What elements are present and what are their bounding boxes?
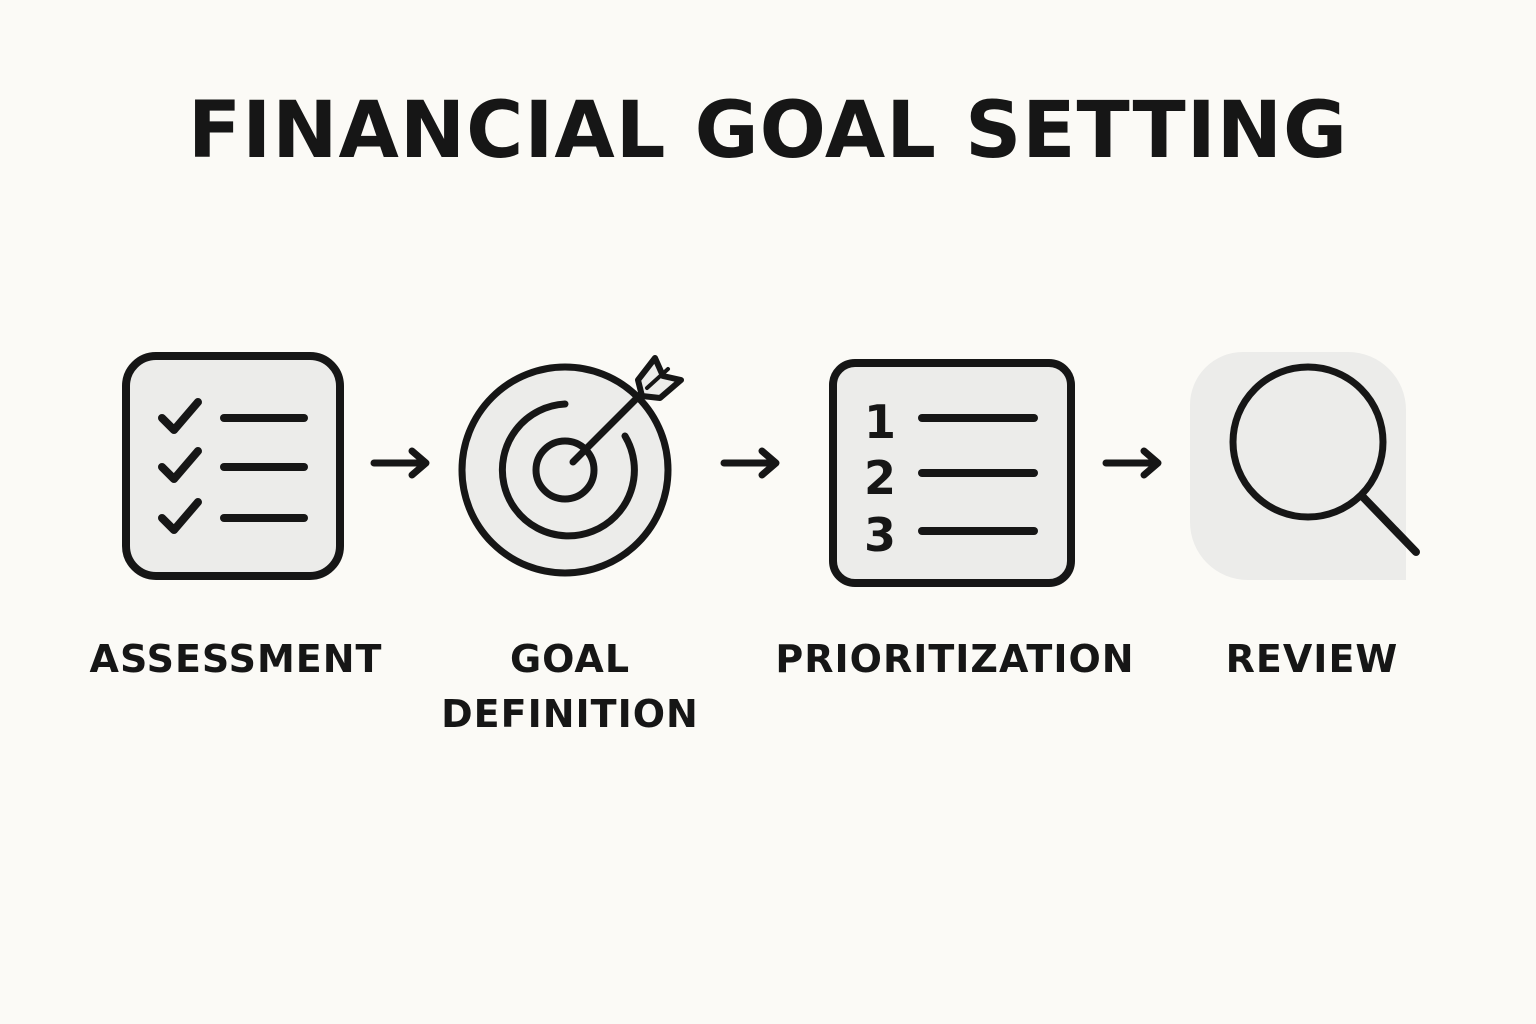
list-number: 3 <box>864 508 896 562</box>
arrow-right-icon <box>370 447 430 479</box>
checklist-icon <box>122 352 344 580</box>
diagram-title: FINANCIAL GOAL SETTING <box>187 86 1349 176</box>
step-label-review: REVIEW <box>1225 637 1399 681</box>
list-number: 2 <box>864 451 896 505</box>
target-arrow-icon <box>458 355 684 577</box>
magnifying-glass-icon <box>1190 352 1420 580</box>
arrow-right-icon <box>720 447 780 479</box>
step-label-goal-definition: GOAL DEFINITION <box>441 637 699 736</box>
list-number: 1 <box>864 395 896 449</box>
step-label-prioritization: PRIORITIZATION <box>775 637 1135 681</box>
arrow-right-icon <box>1102 447 1162 479</box>
step-label-assessment: ASSESSMENT <box>89 637 383 681</box>
numbered-list-icon: 1 2 3 <box>829 359 1075 587</box>
